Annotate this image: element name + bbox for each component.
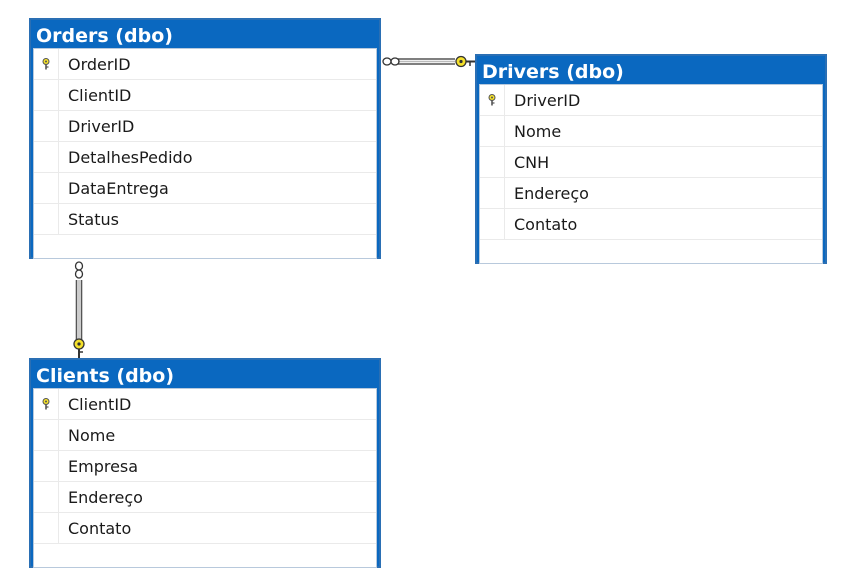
column-name: Endereço [68,487,143,507]
row-selector [34,204,59,234]
row-selector [34,451,59,481]
column-name: CNH [514,152,550,172]
column-name: Contato [514,214,578,234]
column-row[interactable]: Nome [34,420,376,451]
column-name: DataEntrega [68,178,169,198]
column-row[interactable]: Endereço [480,178,822,209]
row-selector [34,142,59,172]
column-row[interactable]: Endereço [34,482,376,513]
column-name: OrderID [68,54,131,74]
column-row[interactable]: DriverID [34,111,376,142]
empty-row [34,235,376,258]
row-selector [480,116,505,146]
orders-clients-relationship[interactable] [73,261,85,358]
row-selector [480,178,505,208]
column-name: Empresa [68,456,139,476]
row-selector [480,209,505,239]
column-row[interactable]: ClientID [34,389,376,420]
column-row[interactable]: ClientID [34,80,376,111]
column-row[interactable]: DriverID [480,85,822,116]
one-end-key-icon [455,55,475,68]
row-selector [34,173,59,203]
column-row[interactable]: Contato [480,209,822,240]
column-grid: DriverID Nome CNH Endereço Contato [479,84,823,264]
table-title[interactable]: Clients (dbo) [36,365,175,387]
column-name: DriverID [68,116,135,136]
row-selector [480,147,505,177]
column-row[interactable]: Status [34,204,376,235]
many-end-infinity-icon [382,57,400,66]
column-row[interactable]: DataEntrega [34,173,376,204]
column-name: Contato [68,518,132,538]
empty-row [34,544,376,567]
column-row[interactable]: CNH [480,147,822,178]
column-name: ClientID [68,394,132,414]
row-selector [34,111,59,141]
clients-table[interactable]: Clients (dbo) ClientID Nome Empresa Ende… [29,358,381,568]
row-selector [34,513,59,543]
column-row[interactable]: OrderID [34,49,376,80]
row-selector [34,482,59,512]
column-name: Nome [514,121,562,141]
many-end-infinity-icon [74,261,84,279]
column-row[interactable]: Contato [34,513,376,544]
primary-key-icon [480,85,505,115]
empty-row [480,240,822,263]
table-title[interactable]: Orders (dbo) [36,25,173,47]
one-end-key-icon [73,338,85,358]
column-grid: OrderID ClientID DriverID DetalhesPedido… [33,48,377,259]
column-name: Endereço [514,183,589,203]
column-row[interactable]: Empresa [34,451,376,482]
orders-drivers-relationship[interactable] [382,55,475,68]
primary-key-icon [34,389,59,419]
column-grid: ClientID Nome Empresa Endereço Contato [33,388,377,568]
primary-key-icon [34,49,59,79]
orders-table[interactable]: Orders (dbo) OrderID ClientID DriverID D… [29,18,381,259]
column-name: Status [68,209,119,229]
drivers-table[interactable]: Drivers (dbo) DriverID Nome CNH Endereço… [475,54,827,264]
column-name: ClientID [68,85,132,105]
column-row[interactable]: DetalhesPedido [34,142,376,173]
column-row[interactable]: Nome [480,116,822,147]
column-name: DetalhesPedido [68,147,193,167]
column-name: Nome [68,425,116,445]
table-title[interactable]: Drivers (dbo) [482,61,624,83]
row-selector [34,80,59,110]
column-name: DriverID [514,90,581,110]
row-selector [34,420,59,450]
